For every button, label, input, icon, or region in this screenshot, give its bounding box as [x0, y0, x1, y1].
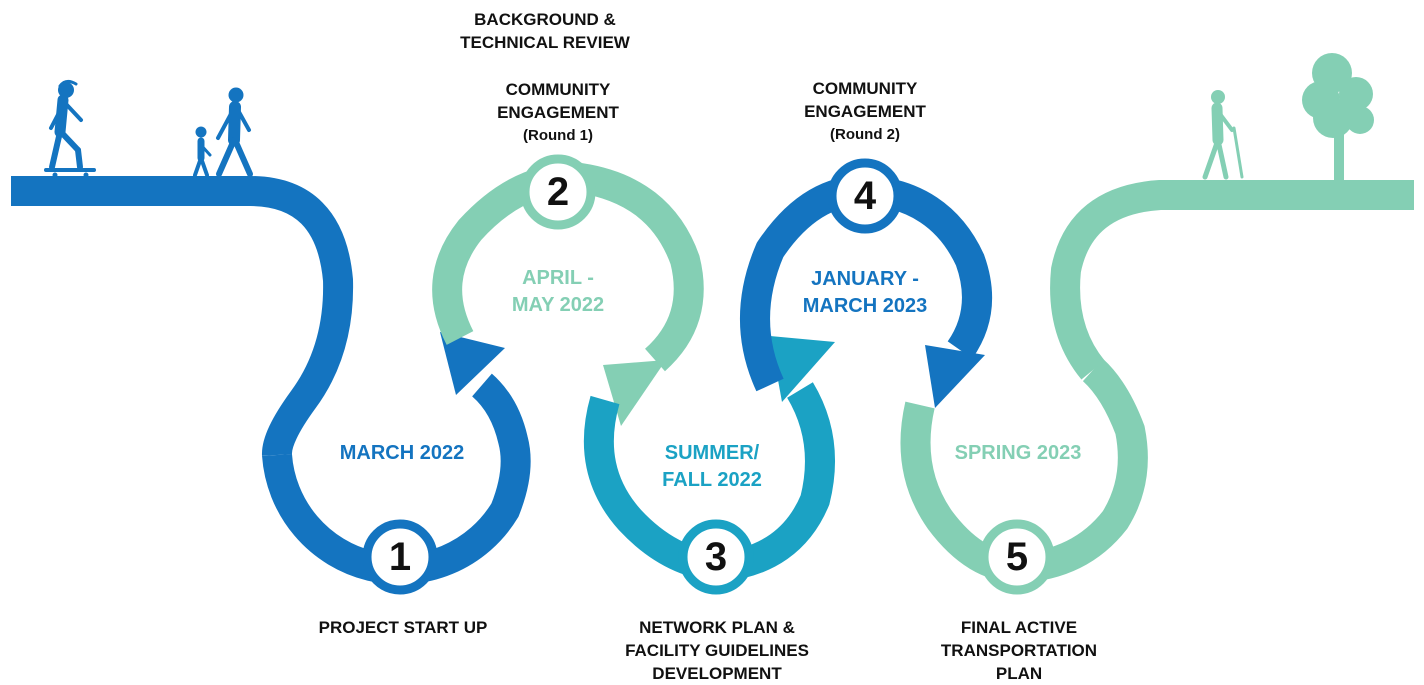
step-1-period: MARCH 2022: [302, 440, 502, 467]
step-2-number: 2: [546, 170, 570, 214]
step-1-period-line: MARCH 2022: [339, 442, 465, 464]
step-3-number: 3: [704, 535, 728, 579]
step-4-sublabel: (Round 2): [830, 126, 900, 143]
step-4-label-line-2: ENGAGEMENT: [804, 102, 926, 121]
step-4-number: 4: [853, 174, 877, 218]
step-2-period: APRIL - MAY 2022: [458, 265, 658, 319]
loop-4-arrowhead: [925, 345, 985, 408]
step-2-period-line-1: APRIL -: [522, 267, 594, 289]
step-2-label-line-1: COMMUNITY: [505, 80, 611, 99]
loop-1-arrowhead: [440, 332, 505, 395]
step-3-label-line-2: FACILITY GUIDELINES: [625, 641, 809, 660]
step-3-label-line-3: DEVELOPMENT: [652, 664, 782, 683]
step-4-label-line-1: COMMUNITY: [812, 79, 918, 98]
step-2-sublabel: (Round 1): [523, 127, 593, 144]
loop-1-arc: [262, 373, 531, 585]
step-1-label: PROJECT START UP: [283, 616, 523, 639]
step-5-label: FINAL ACTIVE TRANSPORTATION PLAN: [899, 616, 1139, 685]
step-3-period: SUMMER/ FALL 2022: [612, 440, 812, 494]
step-5-period: SPRING 2023: [918, 440, 1118, 467]
step-1-number: 1: [388, 535, 412, 579]
step-3-label-line-1: NETWORK PLAN &: [639, 618, 795, 637]
step-3-period-line-1: SUMMER/: [664, 442, 760, 464]
road-right: [1050, 180, 1414, 380]
step-5-label-line-2: TRANSPORTATION: [940, 641, 1098, 660]
step-5-circle: [979, 519, 1055, 595]
step-3-period-line-2: FALL 2022: [662, 469, 762, 491]
step-5-period-line: SPRING 2023: [954, 442, 1082, 464]
step-2-period-line-2: MAY 2022: [511, 294, 605, 316]
step-4-period-line-2: MARCH 2023: [802, 295, 928, 317]
step-2-label-line-2: ENGAGEMENT: [497, 103, 619, 122]
step-4-label: COMMUNITY ENGAGEMENT (Round 2): [765, 77, 965, 146]
step-3-circle: [678, 519, 754, 595]
step-3-label: NETWORK PLAN & FACILITY GUIDELINES DEVEL…: [597, 616, 837, 685]
step-4-period: JANUARY - MARCH 2023: [765, 266, 965, 320]
step-4-period-line-1: JANUARY -: [811, 268, 919, 290]
loop-2-arrowhead: [603, 360, 666, 426]
loop-3-arrowhead: [770, 336, 835, 402]
step-2-top-label: BACKGROUND & TECHNICAL REVIEW: [425, 8, 665, 54]
tree-icon: [1302, 53, 1374, 180]
skateboarder-icon: [44, 79, 96, 178]
step-5-number: 5: [1005, 535, 1029, 579]
adult-walking-icon: [216, 87, 253, 177]
step-1-label-line: PROJECT START UP: [318, 618, 488, 637]
step-2-label: COMMUNITY ENGAGEMENT (Round 1): [458, 78, 658, 147]
step-2-circle: [520, 154, 596, 230]
step-1-circle: [362, 519, 438, 595]
loop-5-arc: [900, 358, 1148, 584]
step-4-circle: [827, 158, 903, 234]
step-2-top-label-line-1: BACKGROUND &: [474, 10, 616, 29]
step-2-top-label-line-2: TECHNICAL REVIEW: [460, 33, 630, 52]
road-left: [11, 176, 354, 456]
senior-with-cane-icon: [1202, 90, 1244, 180]
step-5-label-line-3: PLAN: [995, 664, 1043, 683]
child-walking-icon: [193, 126, 212, 177]
step-5-label-line-1: FINAL ACTIVE: [960, 618, 1078, 637]
